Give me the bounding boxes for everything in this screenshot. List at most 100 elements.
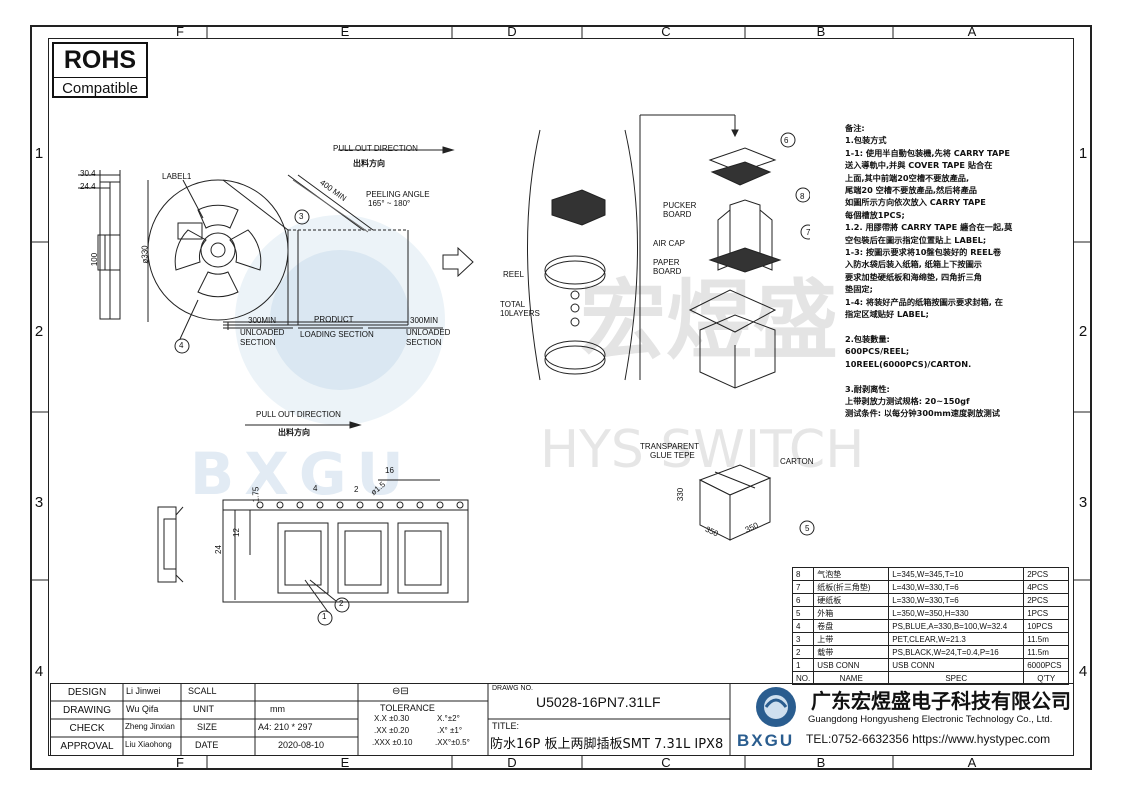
layers-label: 10LAYERS: [500, 309, 540, 318]
note-line: 测试条件: 以每分钟300mm速度剥放测试: [845, 408, 1000, 419]
peeling-label: PEELING ANGLE: [366, 190, 430, 199]
zone-letter: A: [967, 755, 977, 770]
paper-board-label: BOARD: [653, 267, 682, 276]
note-line: 尾端20 空槽不要放產品,然后将產品: [845, 185, 977, 196]
size-value: A4: 210 * 297: [258, 722, 313, 732]
min-300a: 300MIN: [248, 316, 277, 325]
carton-drawing: [698, 464, 815, 541]
callout-6: 6: [784, 136, 789, 145]
table-cell: 上带: [813, 632, 890, 646]
table-cell: 2: [791, 645, 815, 659]
tolerance-label: TOLERANCE: [380, 703, 435, 713]
row-number: 2: [1078, 323, 1088, 340]
table-cell: 载带: [813, 645, 890, 659]
design-name: Li Jinwei: [126, 686, 161, 696]
pull-out-label: PULL OUT DIRECTION: [333, 144, 418, 153]
dim-330: ø330: [140, 245, 150, 264]
note-line: 1-3: 按圖示要求将10盤包装好的 REEL卷: [845, 247, 1002, 258]
zone-letter: E: [340, 24, 350, 39]
dim-24: 24: [213, 545, 223, 554]
unit-value: mm: [270, 704, 285, 714]
note-line: 如圖所示方向依次放入 CARRY TAPE: [845, 197, 986, 208]
reel-drawing: [78, 146, 474, 354]
watermark-en: HYS SWITCH: [540, 420, 865, 480]
pucker-board-label: BOARD: [663, 210, 692, 219]
note-line: 入防水袋后装入纸箱, 纸箱上下按圖示: [845, 259, 982, 270]
note-line: 1.包装方式: [845, 135, 887, 146]
table-cell: 硬纸板: [813, 593, 890, 607]
table-cell: 10PCS: [1023, 619, 1070, 633]
zone-letter: C: [661, 24, 671, 39]
note-line: 上面,其中前端20空槽不要放產品,: [845, 172, 970, 183]
row-number: 1: [1078, 145, 1088, 162]
rohs-title: ROHS: [63, 46, 137, 74]
carton-height: 330: [676, 487, 686, 502]
callout-5: 5: [805, 524, 810, 533]
table-cell: 2PCS: [1023, 567, 1070, 581]
table-cell: L=430,W=330,T=6: [888, 580, 1025, 594]
row-number: 3: [1078, 494, 1088, 511]
drawing-no: U5028-16PN7.31LF: [536, 694, 661, 710]
note-line: 每個槽放1PCS;: [845, 209, 905, 220]
design-label: DESIGN: [67, 687, 107, 698]
scall-label: SCALL: [188, 686, 217, 696]
projection-icon: ⊖⊟: [392, 686, 409, 697]
pull-out-label-2: PULL OUT DIRECTION: [256, 410, 341, 419]
glue-label-2: GLUE TEPE: [650, 451, 695, 460]
table-cell: 7: [791, 580, 815, 594]
table-cell: 卷盘: [813, 619, 890, 633]
loading-section: LOADING SECTION: [300, 330, 374, 339]
table-cell: USB CONN: [888, 658, 1025, 672]
zone-letter: A: [967, 24, 977, 39]
table-cell: 4PCS: [1023, 580, 1070, 594]
table-cell: 2PCS: [1023, 593, 1070, 607]
table-cell: 1PCS: [1023, 606, 1070, 620]
note-line: 3.耐剥离性:: [845, 383, 890, 394]
product-label: PRODUCT: [314, 315, 354, 324]
table-cell: 6: [791, 593, 815, 607]
note-line: [845, 321, 1012, 333]
note-line: 垫固定;: [845, 284, 873, 295]
pull-out-cn: 出料方向: [353, 159, 385, 168]
note-line: 2.包装數量:: [845, 333, 890, 344]
drawing-title: 防水16P 板上两脚插板SMT 7.31L IPX8: [490, 737, 724, 752]
pucker-label: PUCKER: [663, 201, 697, 210]
note-line: 指定区域贴好 LABEL;: [845, 309, 929, 320]
rohs-subtitle: Compatible: [62, 80, 138, 97]
peeling-range: 165° ~ 180°: [368, 199, 411, 208]
table-cell: 外箱: [813, 606, 890, 620]
carton-label: CARTON: [780, 457, 814, 466]
title-label: TITLE:: [492, 721, 520, 731]
packing-drawing: [527, 114, 810, 389]
drawing-no-label: DRAWG NO.: [492, 685, 533, 692]
dim-12: 12: [231, 528, 241, 537]
note-line: 空包裝后在圖示指定位置貼上 LABEL;: [845, 234, 987, 245]
table-cell: PS,BLACK,W=24,T=0.4,P=16: [888, 645, 1025, 659]
unloaded-a: UNLOADED: [240, 328, 285, 337]
tolerance-value: .X° ±1°: [437, 726, 463, 735]
min-300b: 300MIN: [410, 316, 439, 325]
company-cn: 广东宏煜盛电子科技有限公司: [811, 689, 1071, 713]
check-label: CHECK: [69, 723, 105, 734]
row-number: 4: [1078, 663, 1088, 680]
approval-label: APPROVAL: [60, 741, 114, 752]
callout-2: 2: [339, 599, 344, 608]
zone-letter: E: [340, 755, 350, 770]
row-number: 1: [34, 145, 44, 162]
callout-7: 7: [806, 228, 811, 237]
company-logo-text: BXGU: [737, 731, 795, 750]
table-cell: PS,BLUE,A=330,B=100,W=32.4: [888, 619, 1025, 633]
row-number: 4: [34, 663, 44, 680]
tape-drawing: [157, 421, 469, 626]
note-line: 1-4: 将装好产品的纸箱按圖示要求封箱, 在: [845, 296, 1003, 307]
tolerance-value: X.X ±0.30: [374, 714, 410, 723]
table-cell: Q'TY: [1023, 671, 1070, 685]
drawing-label: DRAWING: [63, 705, 111, 716]
